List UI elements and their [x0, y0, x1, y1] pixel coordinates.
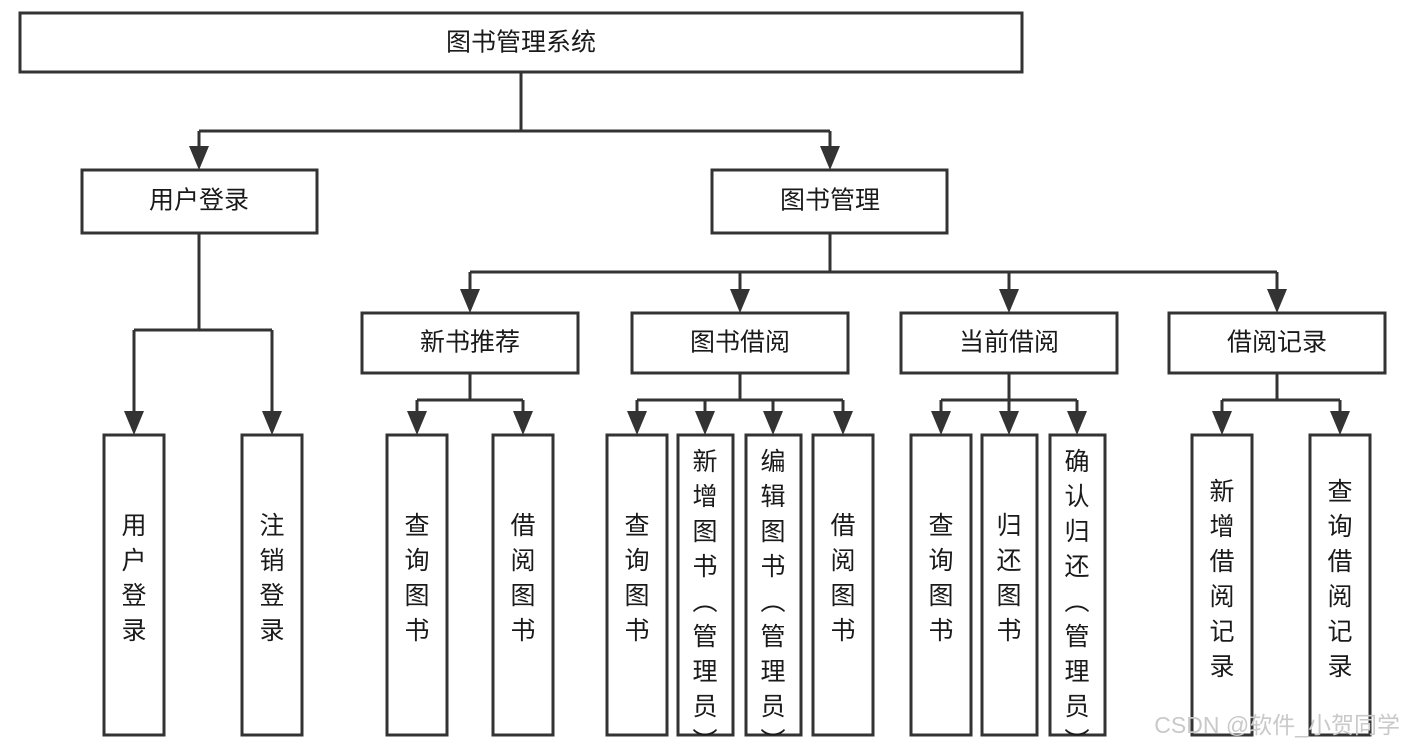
node-current-borrow-box[interactable]: [899, 311, 1119, 375]
arrow-head-user-login: [189, 146, 209, 170]
node-user-login-label: 用户登录: [149, 187, 249, 215]
node-user-login[interactable]: 用户登录: [80, 168, 319, 235]
node-leaf-borrow-book-1[interactable]: 借阅图书: [491, 433, 555, 737]
node-leaf-return-book-label: 归还图书: [996, 512, 1021, 645]
node-root[interactable]: 图书管理系统: [18, 11, 1024, 74]
node-root-box[interactable]: [18, 11, 1024, 74]
node-leaf-query-book-1[interactable]: 查询图书: [385, 433, 449, 737]
connector-group-borrow-record-to-leaves: [1212, 373, 1350, 435]
node-book-borrow-label: 图书借阅: [690, 329, 790, 357]
arrow-head-book-mgmt: [820, 146, 840, 170]
arrow-head-leaf-query-book-3: [931, 411, 951, 435]
arrow-head-leaf-borrow-book-1: [513, 411, 533, 435]
arrow-head-leaf-user-login: [124, 411, 144, 435]
node-leaf-confirm-return[interactable]: 确认归还︵管理员︶: [1048, 433, 1107, 747]
node-leaf-query-record-label: 查询借阅记录: [1327, 478, 1352, 681]
node-leaf-edit-book[interactable]: 编辑图书︵管理员︶: [744, 433, 803, 747]
node-leaf-user-login-label: 用户登录: [121, 512, 146, 645]
node-leaf-return-book-box[interactable]: [980, 433, 1039, 737]
node-book-borrow[interactable]: 图书借阅: [630, 311, 850, 375]
node-leaf-user-logout-label: 注销登录: [259, 512, 284, 645]
node-leaf-borrow-book-2-box[interactable]: [811, 433, 875, 737]
node-leaf-borrow-book-2-label: 借阅图书: [830, 512, 855, 645]
node-leaf-edit-book-box[interactable]: [744, 433, 803, 737]
node-leaf-user-logout[interactable]: 注销登录: [240, 433, 304, 737]
arrow-head-leaf-confirm-return: [1067, 411, 1087, 435]
arrow-head-book-borrow: [730, 289, 750, 313]
node-leaf-confirm-return-box[interactable]: [1048, 433, 1107, 737]
node-leaf-query-book-3-label: 查询图书: [928, 512, 953, 645]
connector-group-user-login-to-leaves: [124, 233, 282, 435]
node-new-book-recommend-box[interactable]: [360, 311, 580, 375]
arrow-head-leaf-query-book-2: [627, 411, 647, 435]
node-borrow-record-label: 借阅记录: [1227, 329, 1327, 357]
arrow-head-leaf-return-book: [999, 411, 1019, 435]
node-leaf-query-book-2-box[interactable]: [605, 433, 669, 737]
arrow-head-leaf-add-book: [695, 411, 715, 435]
node-leaf-add-book-box[interactable]: [676, 433, 735, 737]
node-leaf-add-book[interactable]: 新增图书︵管理员︶: [676, 433, 735, 747]
node-borrow-record[interactable]: 借阅记录: [1167, 311, 1387, 375]
node-root-label: 图书管理系统: [446, 29, 596, 57]
connector-group-current-borrow-to-leaves: [931, 373, 1087, 435]
node-leaf-confirm-return-label: 确认归还︵管理员︶: [1064, 448, 1089, 747]
node-book-management-box[interactable]: [710, 168, 949, 235]
connector-group-root-to-level2: [189, 72, 840, 170]
node-leaf-query-book-2[interactable]: 查询图书: [605, 433, 669, 737]
node-book-management[interactable]: 图书管理: [710, 168, 949, 235]
connector-group-new-book-recommend-to-leaves: [407, 373, 533, 435]
node-user-login-box[interactable]: [80, 168, 319, 235]
arrow-head-borrow-record: [1267, 289, 1287, 313]
arrow-head-leaf-query-book-1: [407, 411, 427, 435]
arrow-head-leaf-user-logout: [262, 411, 282, 435]
node-leaf-query-book-3[interactable]: 查询图书: [909, 433, 973, 737]
node-leaf-borrow-book-1-label: 借阅图书: [510, 512, 535, 645]
node-leaf-edit-book-label: 编辑图书︵管理员︶: [760, 448, 785, 747]
arrow-head-current-borrow: [999, 289, 1019, 313]
connector-group-book-mgmt-to-level3: [460, 233, 1287, 313]
csdn-watermark: CSDN @软件_小贺同学: [1154, 712, 1400, 738]
arrow-head-leaf-add-record: [1212, 411, 1232, 435]
node-leaf-query-book-1-label: 查询图书: [404, 512, 429, 645]
node-leaf-add-record-box[interactable]: [1190, 433, 1254, 737]
node-current-borrow[interactable]: 当前借阅: [899, 311, 1119, 375]
node-leaf-query-book-1-box[interactable]: [385, 433, 449, 737]
node-borrow-record-box[interactable]: [1167, 311, 1387, 375]
node-leaf-user-login-box[interactable]: [102, 433, 166, 737]
node-leaf-query-record[interactable]: 查询借阅记录: [1308, 433, 1372, 737]
arrow-head-leaf-query-record: [1330, 411, 1350, 435]
node-leaf-borrow-book-1-box[interactable]: [491, 433, 555, 737]
node-leaf-add-book-label: 新增图书︵管理员︶: [692, 448, 717, 747]
node-leaf-query-book-2-label: 查询图书: [624, 512, 649, 645]
arrow-head-leaf-edit-book: [763, 411, 783, 435]
node-leaf-borrow-book-2[interactable]: 借阅图书: [811, 433, 875, 737]
node-book-management-label: 图书管理: [780, 187, 880, 215]
node-leaf-user-logout-box[interactable]: [240, 433, 304, 737]
node-leaf-add-record[interactable]: 新增借阅记录: [1190, 433, 1254, 737]
connector-group-book-borrow-to-leaves: [627, 373, 853, 435]
arrow-head-leaf-borrow-book-2: [833, 411, 853, 435]
node-leaf-query-record-box[interactable]: [1308, 433, 1372, 737]
node-leaf-return-book[interactable]: 归还图书: [980, 433, 1039, 737]
node-leaf-query-book-3-box[interactable]: [909, 433, 973, 737]
arrow-head-new-book-recommend: [460, 289, 480, 313]
node-current-borrow-label: 当前借阅: [959, 329, 1059, 357]
node-leaf-user-login[interactable]: 用户登录: [102, 433, 166, 737]
node-new-book-recommend-label: 新书推荐: [420, 329, 520, 357]
node-leaf-add-record-label: 新增借阅记录: [1209, 478, 1234, 681]
node-book-borrow-box[interactable]: [630, 311, 850, 375]
node-new-book-recommend[interactable]: 新书推荐: [360, 311, 580, 375]
